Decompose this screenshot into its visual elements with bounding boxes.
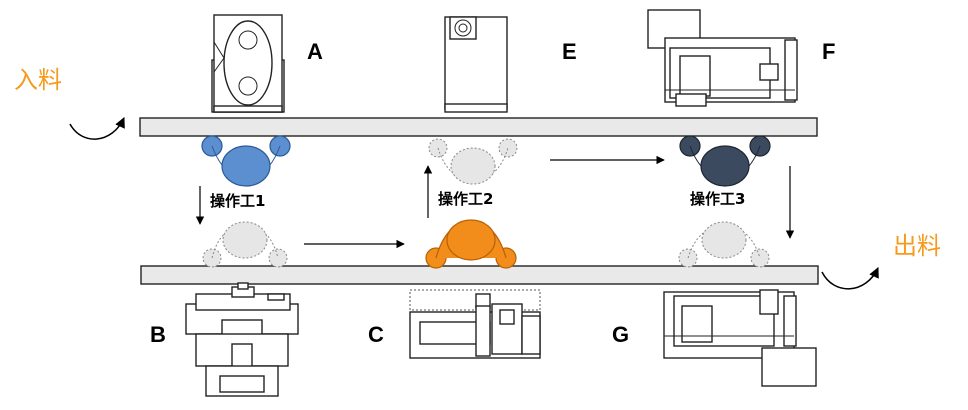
operator-1-figure [201,135,291,187]
operator-3-ghost [678,221,770,268]
machine-g-label: G [612,322,629,347]
lower-conveyor [140,265,819,285]
machine-a-label: A [307,39,323,64]
operator-2-ghost [428,138,518,185]
input-curve-arrow [69,117,125,140]
output-label: 出料 [893,232,941,260]
machine-a [211,14,285,113]
output-curve-arrow [821,267,879,290]
input-label: 入料 [14,66,62,94]
machine-b [185,282,299,397]
machine-f-label: F [822,39,835,64]
machine-e-label: E [562,39,577,64]
operator-3-label: 操作工3 [690,190,745,208]
operator-2-figure [425,219,517,269]
machine-c-label: C [368,322,384,347]
operator-1-ghost [202,221,288,268]
machine-f [647,9,798,107]
machine-c [409,289,541,359]
operator-1-label: 操作工1 [210,192,265,210]
upper-conveyor [139,117,818,137]
machine-b-label: B [150,322,166,347]
machine-g [663,289,817,387]
machine-e [444,16,508,113]
operator-3-figure [679,135,771,187]
operator-2-label: 操作工2 [438,190,493,208]
